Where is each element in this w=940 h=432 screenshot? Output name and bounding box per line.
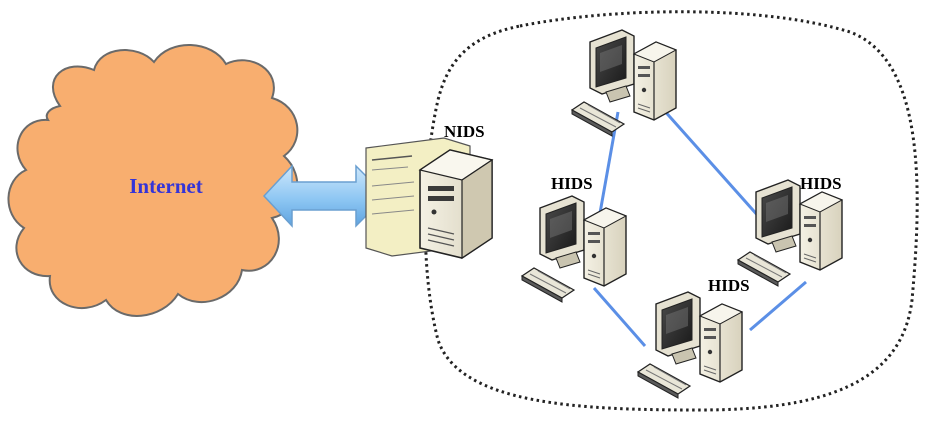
internet-cloud (7, 44, 299, 317)
link-top-right (660, 107, 762, 219)
network-boundary (423, 10, 919, 412)
host-right-hids-label: HIDS (800, 174, 842, 193)
host-right-computer-icon (737, 179, 843, 287)
host-left-hids-label: HIDS (551, 174, 593, 193)
host-left-computer-icon (521, 195, 627, 303)
link-left-bottom (592, 287, 647, 347)
nids-label: NIDS (444, 122, 485, 141)
host-bottom-hids-label: HIDS (708, 276, 750, 295)
host-bottom-computer-icon (637, 291, 743, 399)
link-right-bottom (749, 280, 807, 332)
host-top-computer-icon (571, 29, 677, 137)
internet-label: Internet (129, 174, 203, 198)
nids-server-icon (365, 137, 494, 260)
